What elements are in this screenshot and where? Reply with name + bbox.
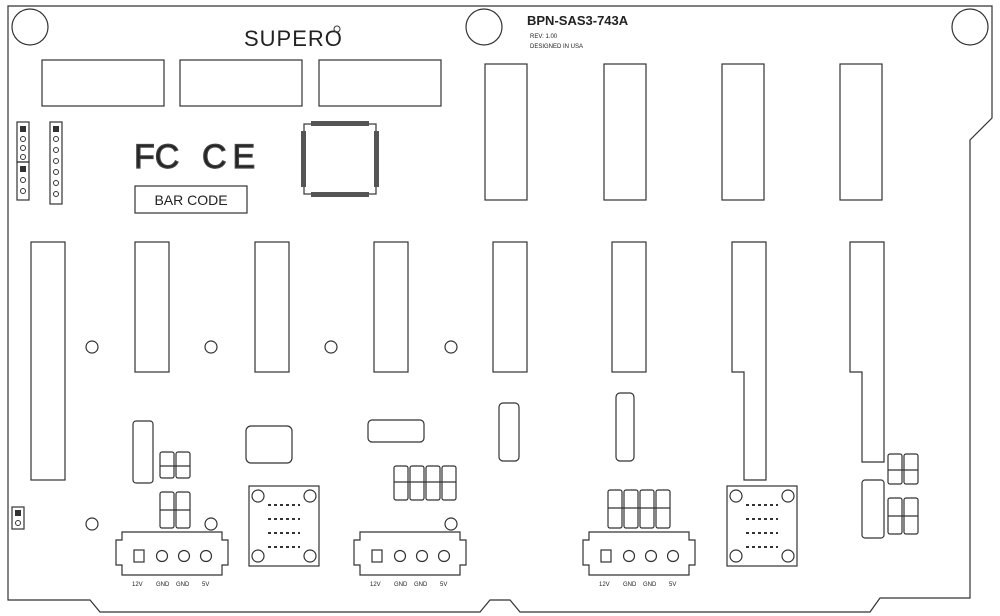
component <box>132 420 154 484</box>
regulator-block <box>248 485 320 567</box>
pin-label: 12V <box>599 582 610 588</box>
drive-slot-lower <box>849 241 885 463</box>
designed-label: DESIGNED IN USA <box>530 44 583 50</box>
svg-text:CE: CE <box>202 138 261 176</box>
pin-label: 12V <box>370 582 381 588</box>
drive-slot-upper <box>721 63 765 201</box>
pin-label: GND <box>643 582 657 588</box>
fcc-logo: FC <box>133 137 180 176</box>
brand-logo: SUPERO <box>244 26 343 51</box>
pin-header <box>16 161 30 201</box>
power-connector <box>115 531 229 576</box>
mounting-hole <box>465 8 503 46</box>
component <box>861 479 885 539</box>
drive-slot-lower <box>731 241 767 481</box>
drive-slot-lower <box>30 241 66 481</box>
pin-header <box>49 121 63 205</box>
barcode-box <box>134 185 248 214</box>
pin-label: 12V <box>132 582 143 588</box>
regulator-block <box>726 485 798 567</box>
pin-header <box>11 506 25 530</box>
model-label: BPN-SAS3-743A <box>527 13 629 28</box>
controller-chip <box>301 121 379 197</box>
drive-slot-lower <box>254 241 290 373</box>
pin-label: 5V <box>669 582 676 588</box>
barcode-label: BAR CODE <box>154 192 227 208</box>
component <box>615 392 635 462</box>
drive-slot-lower <box>134 241 170 373</box>
pin-label: GND <box>394 582 408 588</box>
drive-slot-upper <box>839 63 883 201</box>
drive-slot-upper <box>603 63 647 201</box>
pin-label: GND <box>414 582 428 588</box>
power-connector <box>582 531 696 576</box>
rev-label: REV: 1.00 <box>530 34 558 40</box>
mounting-hole <box>11 8 49 46</box>
board-outline <box>7 5 993 613</box>
top-connector <box>318 59 442 107</box>
component <box>367 419 425 443</box>
drive-slot-lower <box>373 241 409 373</box>
top-connector <box>41 59 165 107</box>
drive-slot-upper <box>484 63 528 201</box>
fan-header <box>159 451 919 535</box>
pin-label: GND <box>623 582 637 588</box>
pin-label: GND <box>176 582 190 588</box>
pin-label: 5V <box>202 582 209 588</box>
ce-logo: CE <box>201 137 261 176</box>
drive-slot-lower <box>492 241 528 373</box>
via-holes <box>85 340 458 531</box>
component <box>498 402 520 462</box>
component <box>245 425 293 464</box>
pin-label: GND <box>156 582 170 588</box>
pin-label: 5V <box>440 582 447 588</box>
mounting-hole <box>951 8 989 46</box>
top-connector <box>179 59 303 107</box>
svg-text:FC: FC <box>134 138 179 176</box>
pin-dots <box>20 126 59 197</box>
drive-slot-lower <box>611 241 647 373</box>
power-connector <box>353 531 467 576</box>
